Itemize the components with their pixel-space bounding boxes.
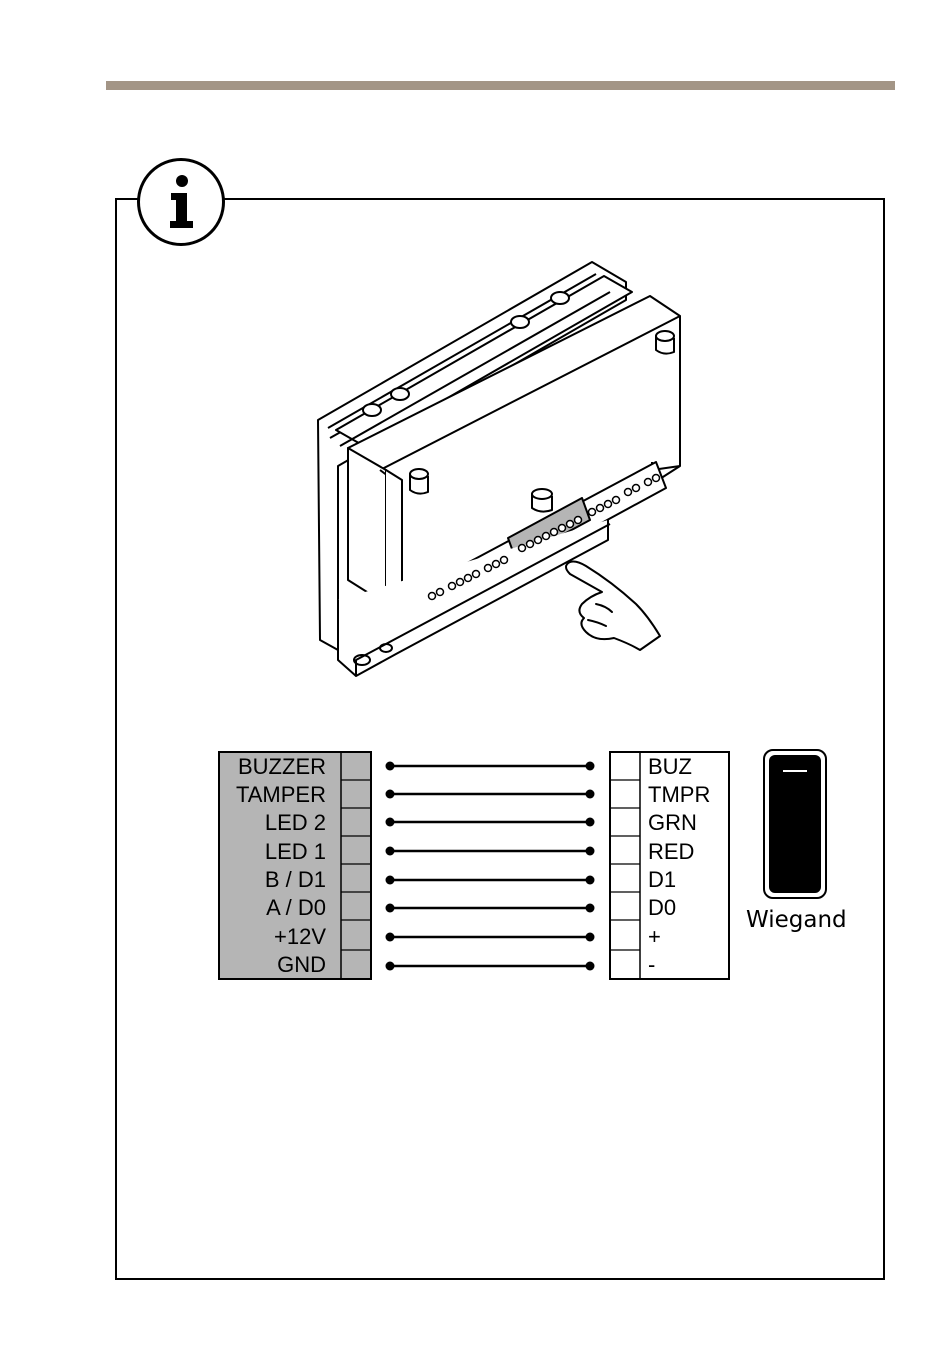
reader-label-red: RED	[648, 838, 694, 866]
reader-label-buz: BUZ	[648, 753, 692, 781]
controller-label-bd1: B / D1	[222, 866, 326, 894]
reader-label-d0: D0	[648, 894, 676, 922]
controller-label-buzzer: BUZZER	[222, 753, 326, 781]
reader-type-label: Wiegand	[746, 905, 842, 935]
controller-label-led2: LED 2	[222, 809, 326, 837]
controller-label-12v: +12V	[222, 923, 326, 951]
controller-label-ad0: A / D0	[222, 894, 326, 922]
controller-label-gnd: GND	[222, 951, 326, 979]
card-reader-icon	[764, 750, 826, 898]
reader-label-d1: D1	[648, 866, 676, 894]
reader-label-plus: +	[648, 923, 661, 951]
reader-label-tmpr: TMPR	[648, 781, 710, 809]
controller-label-tamper: TAMPER	[222, 781, 326, 809]
controller-label-led1: LED 1	[222, 838, 326, 866]
reader-label-grn: GRN	[648, 809, 697, 837]
reader-label-minus: -	[648, 951, 655, 979]
